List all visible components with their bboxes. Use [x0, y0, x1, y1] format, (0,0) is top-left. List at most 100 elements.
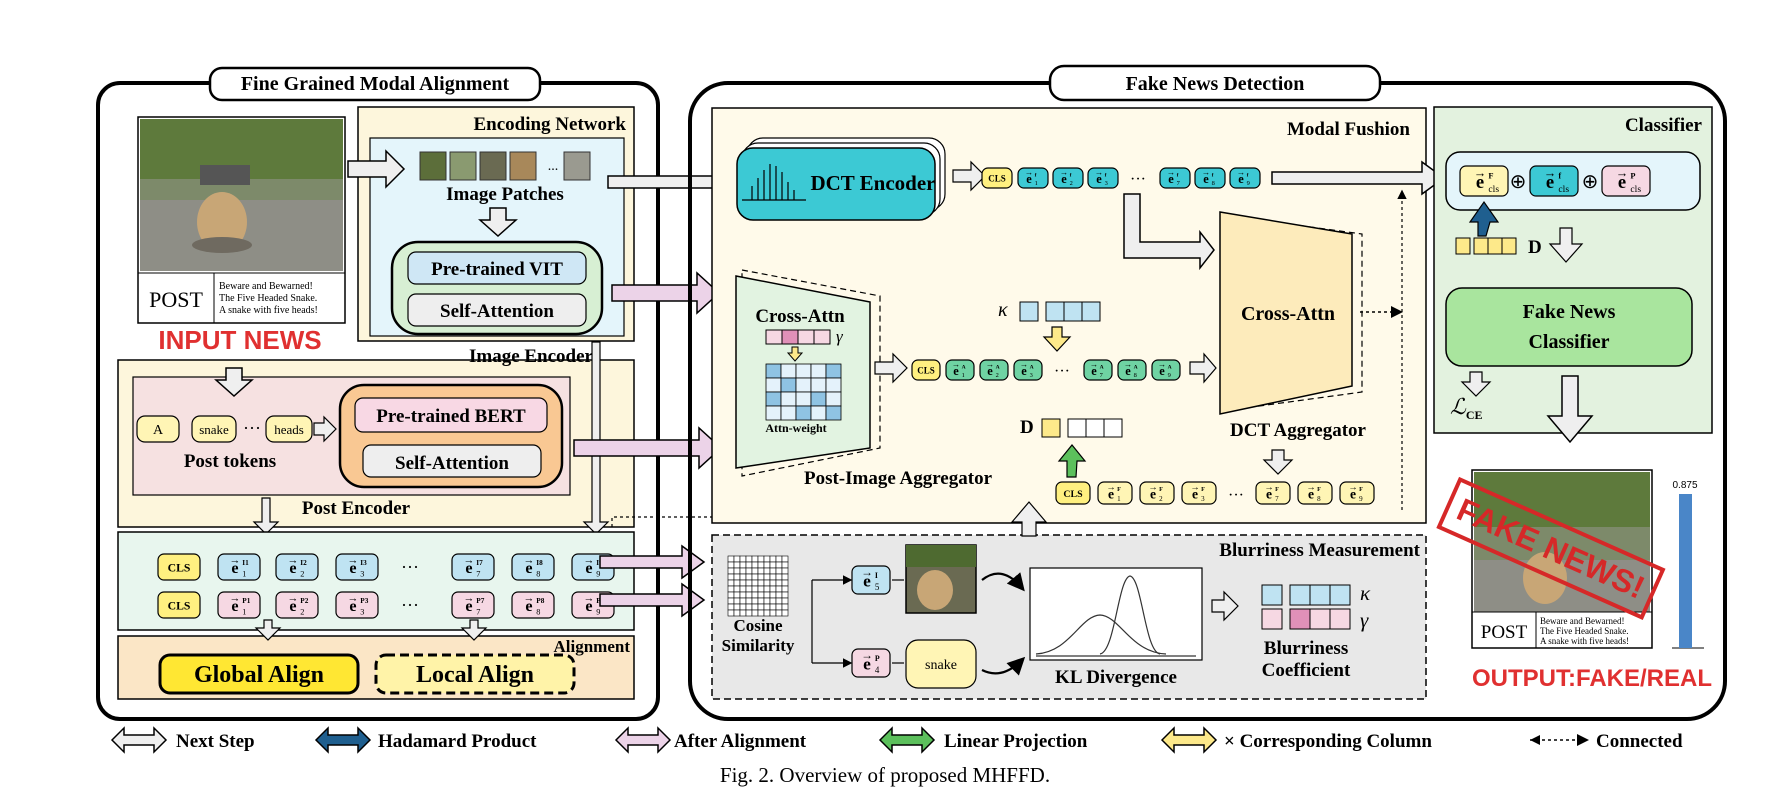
dct-row-ellipsis: ··· — [1228, 487, 1244, 504]
right-title-box — [1048, 64, 1382, 102]
svg-text:e: e — [1026, 172, 1032, 186]
svg-text:→: → — [1616, 166, 1629, 180]
cosine-cell — [733, 597, 741, 605]
patch-photo — [905, 544, 977, 614]
cosine-cell — [745, 579, 753, 587]
kappa-vector — [1019, 301, 1101, 322]
fused-feature-token: e→9A — [1151, 359, 1181, 381]
svg-text:2: 2 — [300, 607, 304, 616]
cosine-cell — [769, 603, 777, 611]
svg-text:e: e — [1091, 364, 1097, 378]
dct-cls-token: CLS — [981, 167, 1013, 189]
cosine-cell — [769, 579, 777, 587]
vit-to-tokens-arrow — [582, 341, 610, 535]
cosine-cell — [745, 597, 753, 605]
fused-feature-token: e→7A — [1083, 359, 1113, 381]
input-post-line-3: A snake with five heads! — [219, 305, 318, 316]
bert-self-attn-label: Self-Attention — [395, 453, 509, 474]
attn-cell — [810, 363, 827, 379]
attn-cell — [795, 405, 812, 421]
svg-text:→: → — [1237, 168, 1245, 177]
cosine-cell — [751, 579, 759, 587]
svg-text:1: 1 — [1117, 495, 1121, 503]
dct-row-token: e→9F — [1339, 481, 1375, 505]
image-patches — [419, 151, 591, 181]
cosine-cell — [769, 591, 777, 599]
cosine-cell — [775, 597, 783, 605]
dct-aggregator-back — [1229, 215, 1363, 411]
cosine-cell — [727, 579, 735, 587]
fake-news-classifier-line-2: Classifier — [1528, 331, 1609, 353]
svg-text:2: 2 — [300, 569, 304, 578]
cosine-cell — [769, 573, 777, 581]
cosine-cell — [781, 591, 789, 599]
image-patches-label: Image Patches — [446, 184, 564, 205]
input-post-line-1: Beware and Bewarned! — [219, 281, 313, 292]
dct-aggregator-cross-attn: Cross-Attn — [1241, 303, 1335, 325]
cosine-cell — [763, 585, 771, 593]
features-to-classifier-down-arrow — [1548, 227, 1584, 263]
svg-text:P8: P8 — [536, 597, 544, 605]
image-token-ellipsis: ··· — [401, 557, 419, 577]
dct-to-features-arrow — [952, 160, 986, 192]
svg-text:f: f — [1035, 172, 1037, 178]
svg-text:cls: cls — [1558, 184, 1569, 195]
svg-text:8: 8 — [536, 607, 540, 616]
cosine-cell — [775, 585, 783, 593]
svg-text:F: F — [1317, 487, 1321, 493]
svg-text:→: → — [1202, 168, 1210, 177]
attn-cell — [765, 377, 782, 393]
cosine-cell — [781, 603, 789, 611]
svg-text:e: e — [1476, 172, 1484, 193]
svg-text:CLS: CLS — [168, 562, 191, 575]
svg-text:cls: cls — [1630, 184, 1641, 195]
cosine-cell — [733, 579, 741, 587]
svg-text:e: e — [1168, 172, 1174, 186]
cosine-cell — [739, 597, 747, 605]
bert-to-aggregator-arrow — [573, 426, 723, 470]
svg-text:→: → — [288, 554, 299, 566]
legend-next-step-arrow — [110, 726, 168, 754]
svg-text:I8: I8 — [536, 559, 543, 567]
svg-text:→: → — [584, 554, 595, 566]
svg-text:→: → — [1167, 168, 1175, 177]
classifier-to-loss-arrow — [1460, 371, 1492, 397]
svg-text:I3: I3 — [360, 559, 367, 567]
fused-feature-token: e→1A — [945, 359, 975, 381]
cosine-cell — [751, 591, 759, 599]
svg-text:4: 4 — [875, 665, 880, 675]
cosine-cell — [757, 555, 765, 563]
svg-text:e: e — [1546, 172, 1554, 193]
svg-text:e: e — [1150, 486, 1156, 501]
kappa-symbol: κ — [998, 299, 1008, 321]
vit-self-attn-box — [407, 293, 587, 327]
token-a — [136, 415, 180, 443]
classifier-d-vector — [1455, 237, 1517, 255]
legend-hadamard: Hadamard Product — [378, 731, 537, 752]
blur-image-token: e→5I — [851, 565, 891, 595]
cosine-cell — [751, 567, 759, 575]
svg-text:f: f — [1212, 172, 1214, 178]
aggregator-to-features-arrow — [874, 352, 908, 384]
blur-post-vector: e→4P — [851, 648, 891, 678]
cosine-cell — [757, 591, 765, 599]
kappa-down-arrow — [1042, 326, 1072, 352]
cosine-cell — [775, 603, 783, 611]
attn-cell — [795, 377, 812, 393]
svg-text:→: → — [1124, 360, 1132, 369]
output-bar-value: 0.875 — [1672, 480, 1697, 491]
post-tokens-label: Post tokens — [184, 451, 276, 472]
svg-text:→: → — [1095, 168, 1103, 177]
attn-cell — [825, 391, 842, 407]
d-vector — [1041, 418, 1123, 438]
svg-text:P2: P2 — [300, 597, 308, 605]
svg-text:→: → — [1025, 168, 1033, 177]
cosine-cell — [745, 603, 753, 611]
output-post-word: POST — [1481, 622, 1528, 643]
svg-text:1: 1 — [242, 569, 246, 578]
svg-text:→: → — [1148, 482, 1157, 492]
svg-text:e: e — [1108, 486, 1114, 501]
svg-text:A: A — [1100, 364, 1104, 370]
photo-to-kl-arrow — [981, 572, 1025, 592]
